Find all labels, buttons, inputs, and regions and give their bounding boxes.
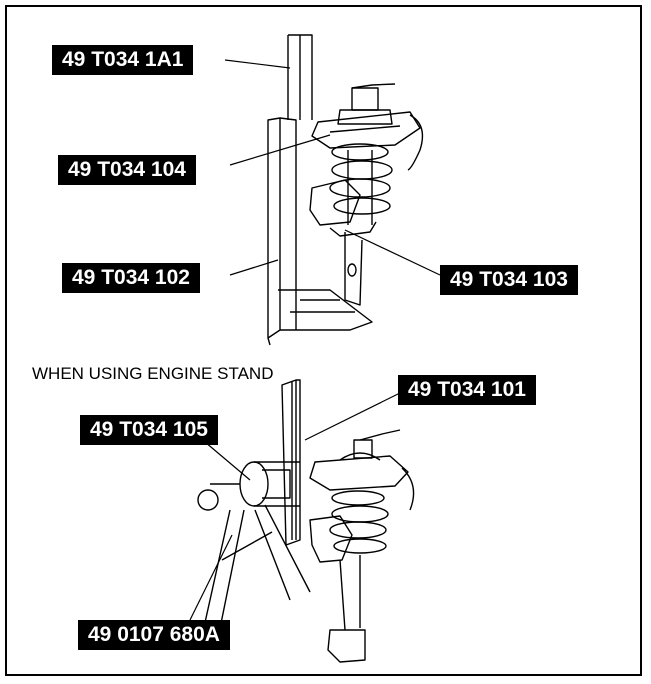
part-label-490107680a: 49 0107 680A [78,620,230,650]
leader-upper-plate [229,134,331,166]
leader-top-tool [224,59,291,69]
leader-engine-stand [189,534,233,621]
diagram-border [5,5,642,676]
part-label-49t034103: 49 T034 103 [440,265,578,295]
part-label-49t0341a1: 49 T034 1A1 [52,45,194,75]
leader-adapter [204,441,251,481]
part-label-49t034104: 49 T034 104 [58,155,196,185]
engine-stand-drawing [197,379,311,649]
wall-stand-drawing [267,34,373,346]
part-label-49t034102: 49 T034 102 [62,263,200,293]
upper-compressor-drawing [309,83,424,306]
part-label-49t034101: 49 T034 101 [398,375,536,405]
part-label-49t034105: 49 T034 105 [80,415,218,445]
lower-compressor-drawing [309,429,415,663]
leader-lower-plate [344,229,441,276]
leader-stand [229,259,279,276]
leader-attachment [304,391,403,441]
engine-stand-caption: WHEN USING ENGINE STAND [32,364,274,383]
